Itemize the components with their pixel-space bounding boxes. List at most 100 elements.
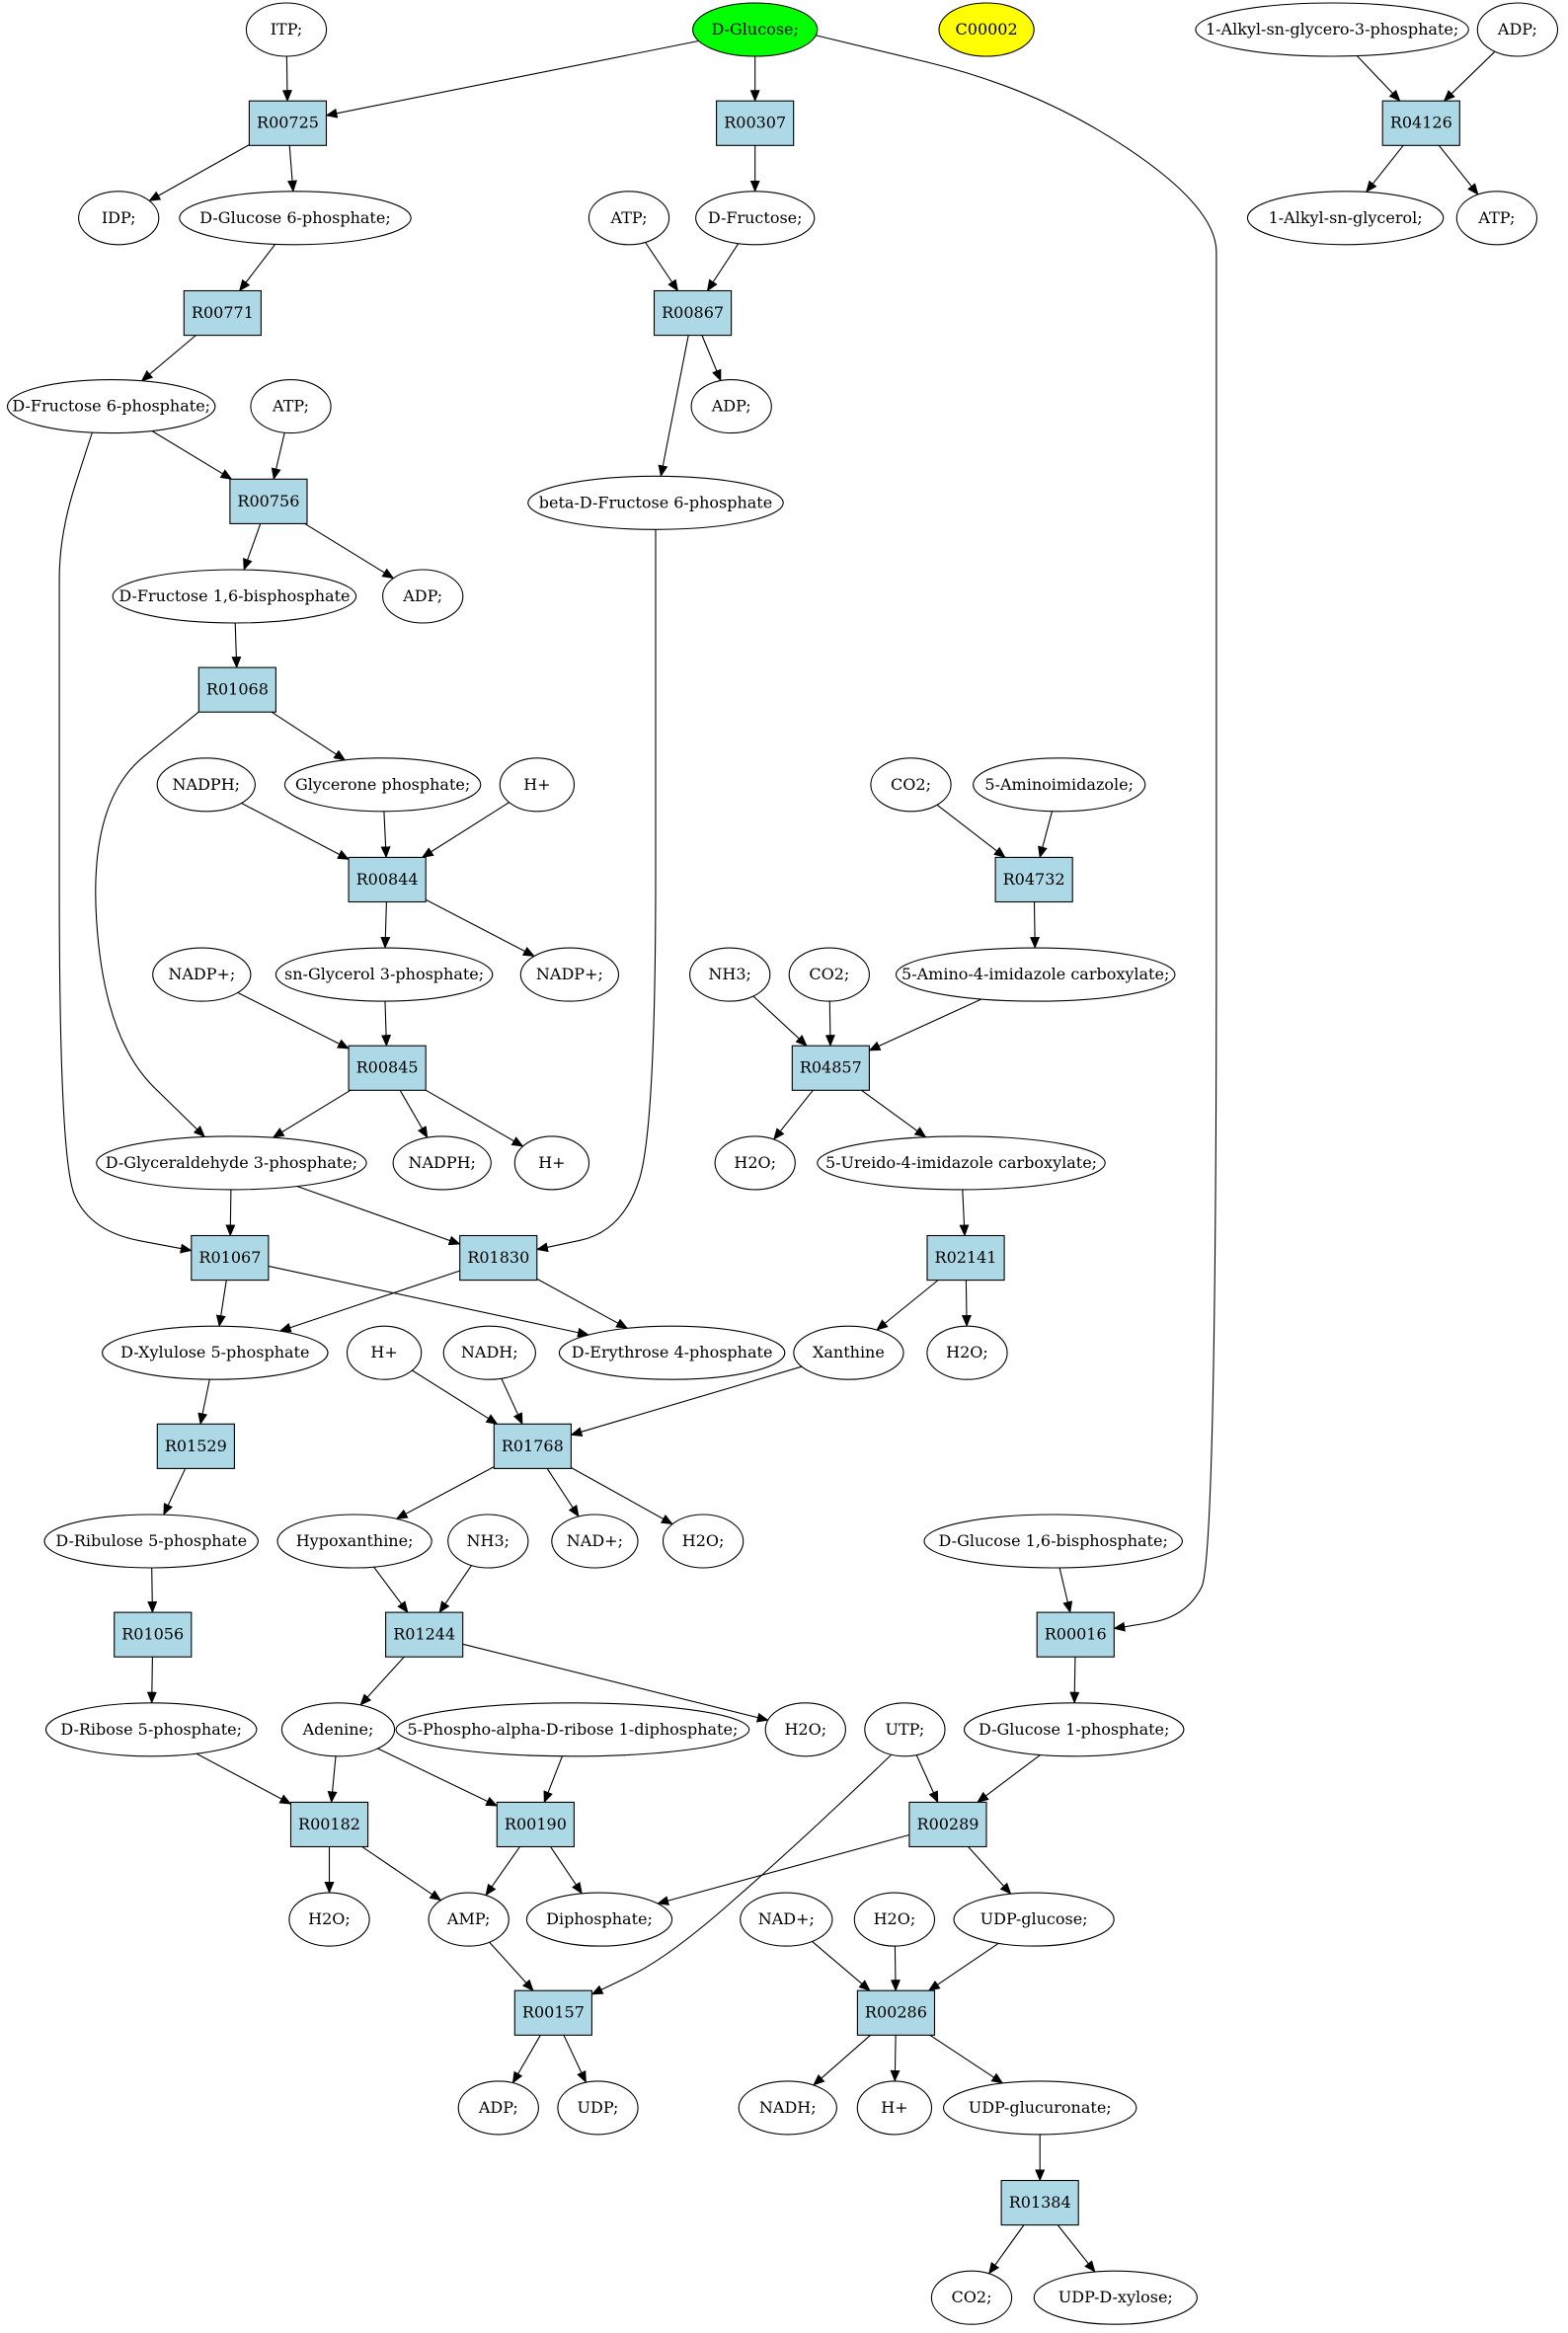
compound-node-udp_glucuronate[interactable]: UDP-glucuronate;: [942, 2080, 1137, 2136]
compound-ellipse[interactable]: [447, 1514, 529, 1569]
compound-ellipse[interactable]: [1476, 2, 1559, 57]
compound-node-e4p[interactable]: D-Erythrose 4-phosphate: [558, 1325, 786, 1380]
compound-node-fructose[interactable]: D-Fructose;: [695, 191, 816, 246]
reaction-node-R01067[interactable]: R01067: [191, 1234, 270, 1282]
reaction-box[interactable]: [653, 289, 733, 337]
compound-ellipse[interactable]: [102, 1325, 329, 1380]
reaction-node-R01830[interactable]: R01830: [459, 1234, 538, 1282]
compound-ellipse[interactable]: [288, 1892, 370, 1947]
compound-node-diphosphate[interactable]: Diphosphate;: [525, 1892, 673, 1947]
compound-node-atp_r00756[interactable]: ATP;: [250, 379, 332, 434]
compound-ellipse[interactable]: [788, 947, 870, 1002]
compound-ellipse[interactable]: [953, 1892, 1115, 1947]
compound-node-utp[interactable]: UTP;: [864, 1702, 946, 1757]
reaction-node-R04126[interactable]: R04126: [1381, 100, 1460, 146]
compound-ellipse[interactable]: [1455, 191, 1538, 246]
compound-ellipse[interactable]: [1033, 2270, 1198, 2325]
compound-ellipse[interactable]: [78, 191, 160, 246]
compound-node-glucose[interactable]: D-Glucose;: [692, 2, 819, 57]
reaction-node-R01768[interactable]: R01768: [493, 1423, 572, 1469]
compound-ellipse[interactable]: [689, 947, 771, 1002]
reaction-node-R04857[interactable]: R04857: [791, 1045, 870, 1091]
compound-node-prpp[interactable]: 5-Phospho-alpha-D-ribose 1-diphosphate;: [395, 1702, 750, 1757]
compound-node-nh3_r04857[interactable]: NH3;: [689, 947, 771, 1002]
reaction-node-R02141[interactable]: R02141: [926, 1234, 1005, 1282]
reaction-node-R01056[interactable]: R01056: [114, 1611, 193, 1658]
compound-ellipse[interactable]: [274, 947, 494, 1002]
compound-ellipse[interactable]: [558, 1325, 786, 1380]
compound-ellipse[interactable]: [519, 947, 620, 1002]
compound-ellipse[interactable]: [856, 2080, 933, 2136]
compound-ellipse[interactable]: [557, 2080, 639, 2136]
compound-node-glycerone_p[interactable]: Glycerone phosphate;: [283, 757, 482, 813]
reaction-node-R00867[interactable]: R00867: [653, 289, 733, 337]
compound-node-hplus_r00286[interactable]: H+: [856, 2080, 933, 2136]
compound-node-aminoimidazole[interactable]: 5-Aminoimidazole;: [973, 757, 1146, 813]
reaction-box[interactable]: [385, 1611, 464, 1658]
reaction-box[interactable]: [183, 289, 262, 337]
compound-ellipse[interactable]: [112, 569, 357, 624]
compound-ellipse[interactable]: [283, 757, 482, 813]
compound-node-ru5p[interactable]: D-Ribulose 5-phosphate: [43, 1514, 259, 1569]
compound-ellipse[interactable]: [513, 1135, 590, 1191]
reaction-node-R00289[interactable]: R00289: [908, 1801, 987, 1848]
compound-node-udp_xylose[interactable]: UDP-D-xylose;: [1033, 2270, 1198, 2325]
reaction-box[interactable]: [229, 478, 308, 524]
reaction-node-R00845[interactable]: R00845: [348, 1045, 427, 1091]
reaction-box[interactable]: [156, 1423, 235, 1469]
compound-node-adenine[interactable]: Adenine;: [280, 1702, 396, 1757]
compound-node-nadh_r01768[interactable]: NADH;: [442, 1325, 536, 1380]
compound-ellipse[interactable]: [695, 191, 816, 246]
compound-node-alkyl_g3p[interactable]: 1-Alkyl-sn-glycero-3-phosphate;: [1195, 2, 1469, 57]
compound-node-x5p[interactable]: D-Xylulose 5-phosphate: [102, 1325, 329, 1380]
compound-ellipse[interactable]: [6, 379, 216, 434]
reaction-box[interactable]: [348, 1045, 427, 1091]
compound-node-itp_top[interactable]: ITP;: [245, 2, 328, 57]
compound-ellipse[interactable]: [245, 2, 328, 57]
compound-node-hypoxanthine[interactable]: Hypoxanthine;: [276, 1514, 432, 1569]
compound-ellipse[interactable]: [870, 757, 952, 813]
compound-node-xanthine[interactable]: Xanthine: [793, 1325, 904, 1380]
reaction-node-R00157[interactable]: R00157: [513, 1989, 592, 2036]
compound-ellipse[interactable]: [793, 1325, 904, 1380]
compound-node-nh3_r01244[interactable]: NH3;: [447, 1514, 529, 1569]
compound-ellipse[interactable]: [817, 1135, 1106, 1191]
compound-ellipse[interactable]: [179, 191, 412, 246]
compound-ellipse[interactable]: [942, 2080, 1137, 2136]
reaction-box[interactable]: [856, 1989, 936, 2036]
compound-ellipse[interactable]: [382, 569, 464, 624]
compound-ellipse[interactable]: [963, 1702, 1185, 1757]
compound-ellipse[interactable]: [276, 1514, 432, 1569]
reaction-box[interactable]: [513, 1989, 592, 2036]
compound-ellipse[interactable]: [923, 1514, 1183, 1569]
reaction-box[interactable]: [1381, 100, 1460, 146]
compound-node-hplus_r01768[interactable]: H+: [346, 1325, 423, 1380]
compound-node-nadp_out[interactable]: NADP+;: [519, 947, 620, 1002]
compound-node-adp_r04126[interactable]: ADP;: [1476, 2, 1559, 57]
compound-node-nadph_out[interactable]: NADPH;: [392, 1135, 492, 1191]
reaction-node-R00725[interactable]: R00725: [248, 100, 328, 146]
compound-ellipse[interactable]: [1246, 191, 1445, 246]
reaction-box[interactable]: [791, 1045, 870, 1091]
compound-node-f6p[interactable]: D-Fructose 6-phosphate;: [6, 379, 216, 434]
reaction-box[interactable]: [908, 1801, 987, 1848]
reaction-node-R04732[interactable]: R04732: [994, 856, 1073, 903]
reaction-node-R00286[interactable]: R00286: [856, 1989, 936, 2036]
compound-ellipse[interactable]: [895, 947, 1176, 1002]
compound-node-adp_r00157[interactable]: ADP;: [457, 2080, 539, 2136]
reaction-node-R00016[interactable]: R00016: [1036, 1611, 1115, 1658]
compound-ellipse[interactable]: [527, 475, 784, 530]
reaction-box[interactable]: [348, 856, 427, 903]
compound-node-atp_r04126[interactable]: ATP;: [1455, 191, 1538, 246]
compound-node-nadp_in[interactable]: NADP+;: [152, 947, 252, 1002]
compound-node-idp[interactable]: IDP;: [78, 191, 160, 246]
compound-node-udp[interactable]: UDP;: [557, 2080, 639, 2136]
reaction-node-R00182[interactable]: R00182: [289, 1801, 369, 1848]
compound-node-r5p[interactable]: D-Ribose 5-phosphate;: [44, 1702, 258, 1757]
compound-node-aicarb[interactable]: 5-Amino-4-imidazole carboxylate;: [895, 947, 1176, 1002]
compound-node-co2_r04732[interactable]: CO2;: [870, 757, 952, 813]
reaction-node-R00771[interactable]: R00771: [183, 289, 262, 337]
compound-ellipse[interactable]: [692, 2, 819, 57]
compound-node-atp_r00867[interactable]: ATP;: [588, 191, 670, 246]
compound-node-sn_g3p[interactable]: sn-Glycerol 3-phosphate;: [274, 947, 494, 1002]
